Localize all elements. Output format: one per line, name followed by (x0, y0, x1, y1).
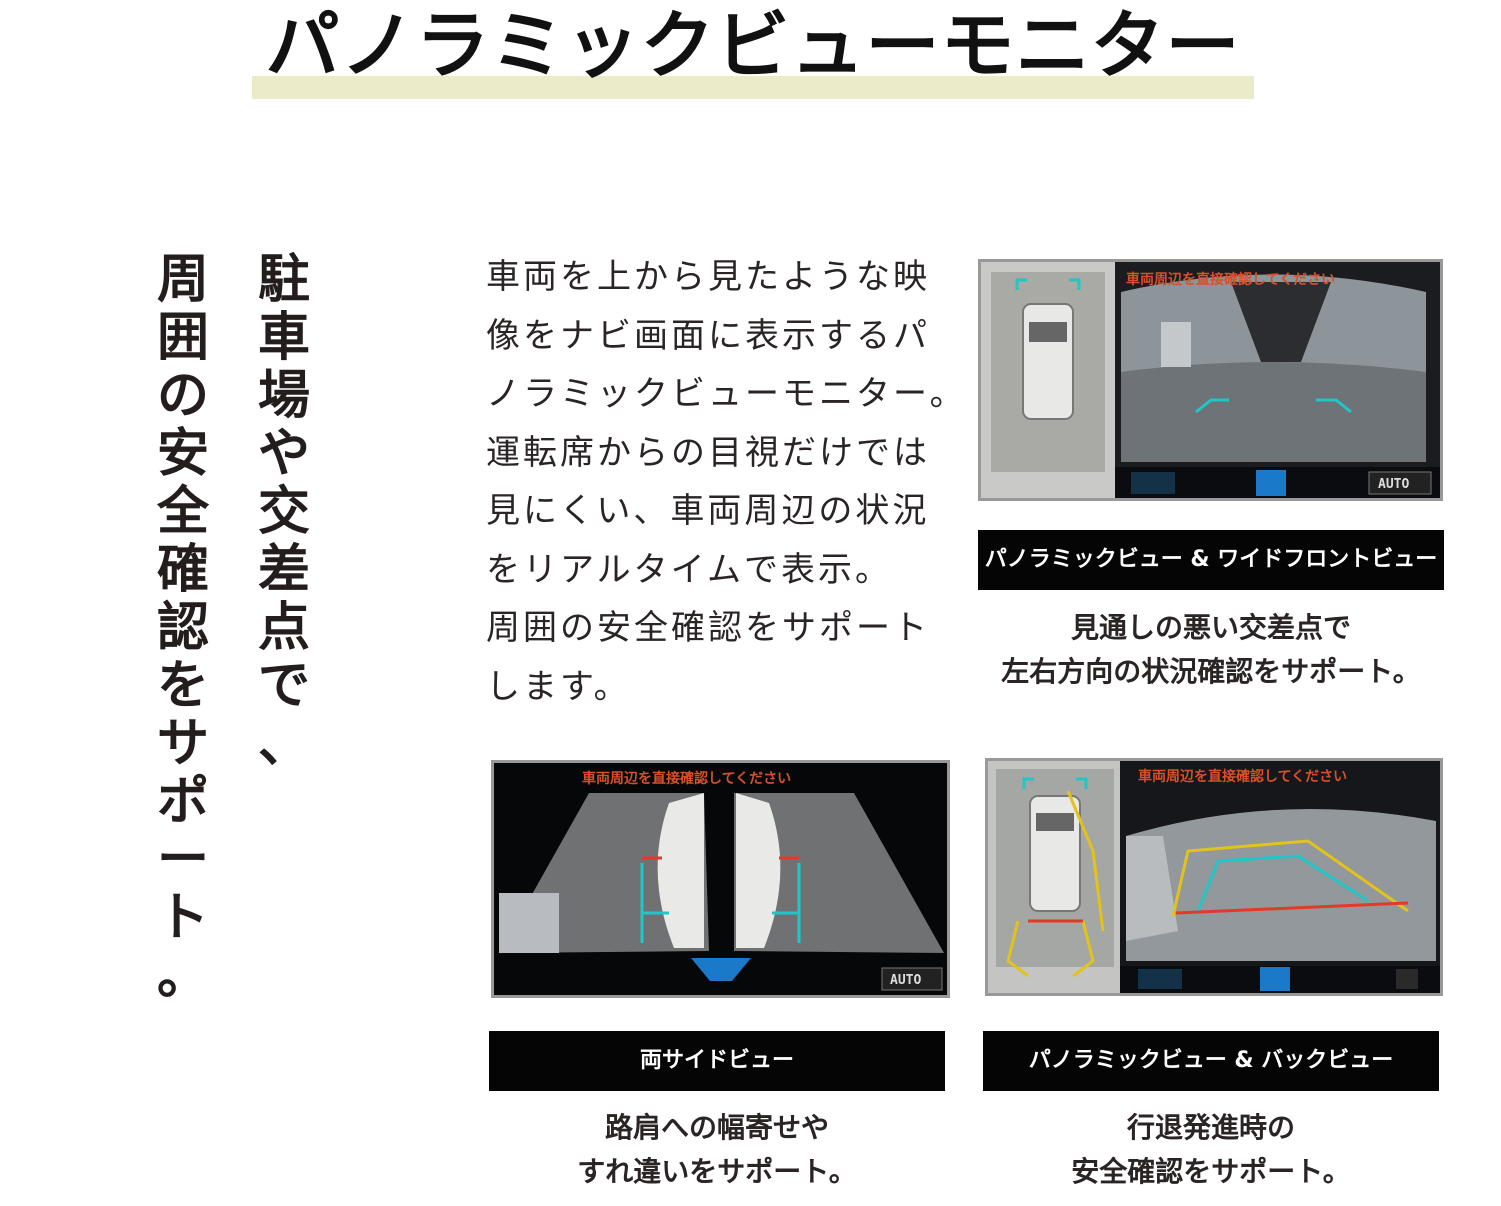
headline-char: 交 (258, 482, 311, 542)
headline-char: や (258, 424, 311, 484)
intro-line: をリアルタイムで表示。 (486, 549, 892, 590)
headline-char: で (258, 656, 311, 716)
screen-warning-text: 車両周辺を直接確認してください (1126, 271, 1335, 288)
headline-char: 車 (258, 308, 311, 368)
headline-char: 囲 (157, 308, 210, 368)
headline-char: の (157, 366, 210, 426)
headline-char: サ (157, 714, 210, 774)
page-title: パノラミックビューモニター (265, 3, 1241, 89)
headline-char: ー (157, 830, 210, 890)
headline-char: ト (157, 888, 210, 948)
intro-text: 車両を上から見たような映 像をナビ画面に表示するパ ノラミックビューモニター。 … (486, 248, 967, 716)
caption-line: すれ違いをサポート。 (577, 1155, 857, 1188)
headline-char: 差 (258, 540, 311, 600)
intro-line: 見にくい、車両周辺の状況 (486, 491, 930, 531)
screen-warning-text: 車両周辺を直接確認してください (1138, 768, 1347, 785)
side-view-image: 車両周辺を直接確認してください AUTO (491, 760, 950, 998)
panoramic-back-view-image: 車両周辺を直接確認してください (985, 758, 1443, 996)
panoramic-front-view-image: 車両周辺を直接確認してください AUTO (978, 259, 1443, 501)
view-caption-panoramic-back: 行退発進時の 安全確認をサポート。 (983, 1106, 1439, 1194)
title-section: パノラミックビューモニター (0, 0, 1501, 110)
intro-line: 周囲の安全確認をサポート (486, 608, 930, 648)
caption-line: 行退発進時の (1126, 1111, 1295, 1144)
headline-char: 場 (258, 366, 311, 426)
caption-line: 安全確認をサポート。 (1071, 1155, 1351, 1188)
intro-line: 像をナビ画面に表示するパ (486, 315, 930, 356)
headline-char: を (157, 656, 210, 716)
intro-line: 運転席からの目視だけでは (486, 432, 930, 473)
headline-char: 、 (258, 714, 311, 774)
caption-line: 左右方向の状況確認をサポート。 (1001, 655, 1421, 688)
view-caption-panoramic-front: 見通しの悪い交差点で 左右方向の状況確認をサポート。 (966, 606, 1456, 694)
headline-column-2: 周囲の安全確認をサポート。 (157, 254, 209, 1008)
screen-warning-text: 車両周辺を直接確認してください (582, 770, 791, 787)
view-caption-side: 路肩への幅寄せや すれ違いをサポート。 (489, 1106, 945, 1194)
headline-char: 点 (258, 598, 311, 658)
intro-line: 車両を上から見たような映 (486, 257, 930, 297)
view-label-panoramic-back: パノラミックビュー & バックビュー (983, 1031, 1439, 1091)
headline-column-1: 駐車場や交差点で、 (258, 254, 310, 776)
screen-auto-text: AUTO (890, 973, 921, 988)
headline-char: 安 (157, 424, 210, 484)
headline-char: 全 (157, 482, 210, 542)
view-label-side: 両サイドビュー (489, 1031, 945, 1091)
view-label-panoramic-front: パノラミックビュー & ワイドフロントビュー (978, 530, 1444, 590)
headline-char: 確 (157, 540, 210, 600)
intro-line: します。 (486, 666, 631, 707)
headline-char: 認 (157, 598, 210, 658)
caption-line: 路肩への幅寄せや (604, 1111, 829, 1144)
headline-char: ポ (157, 772, 210, 832)
title-underline (252, 76, 1254, 99)
headline-char: 周 (157, 250, 210, 310)
screen-auto-text: AUTO (1378, 477, 1409, 492)
headline-char: 。 (157, 946, 210, 1006)
headline-char: 駐 (258, 250, 311, 310)
caption-line: 見通しの悪い交差点で (1070, 611, 1351, 644)
intro-line: ノラミックビューモニター。 (486, 374, 967, 414)
